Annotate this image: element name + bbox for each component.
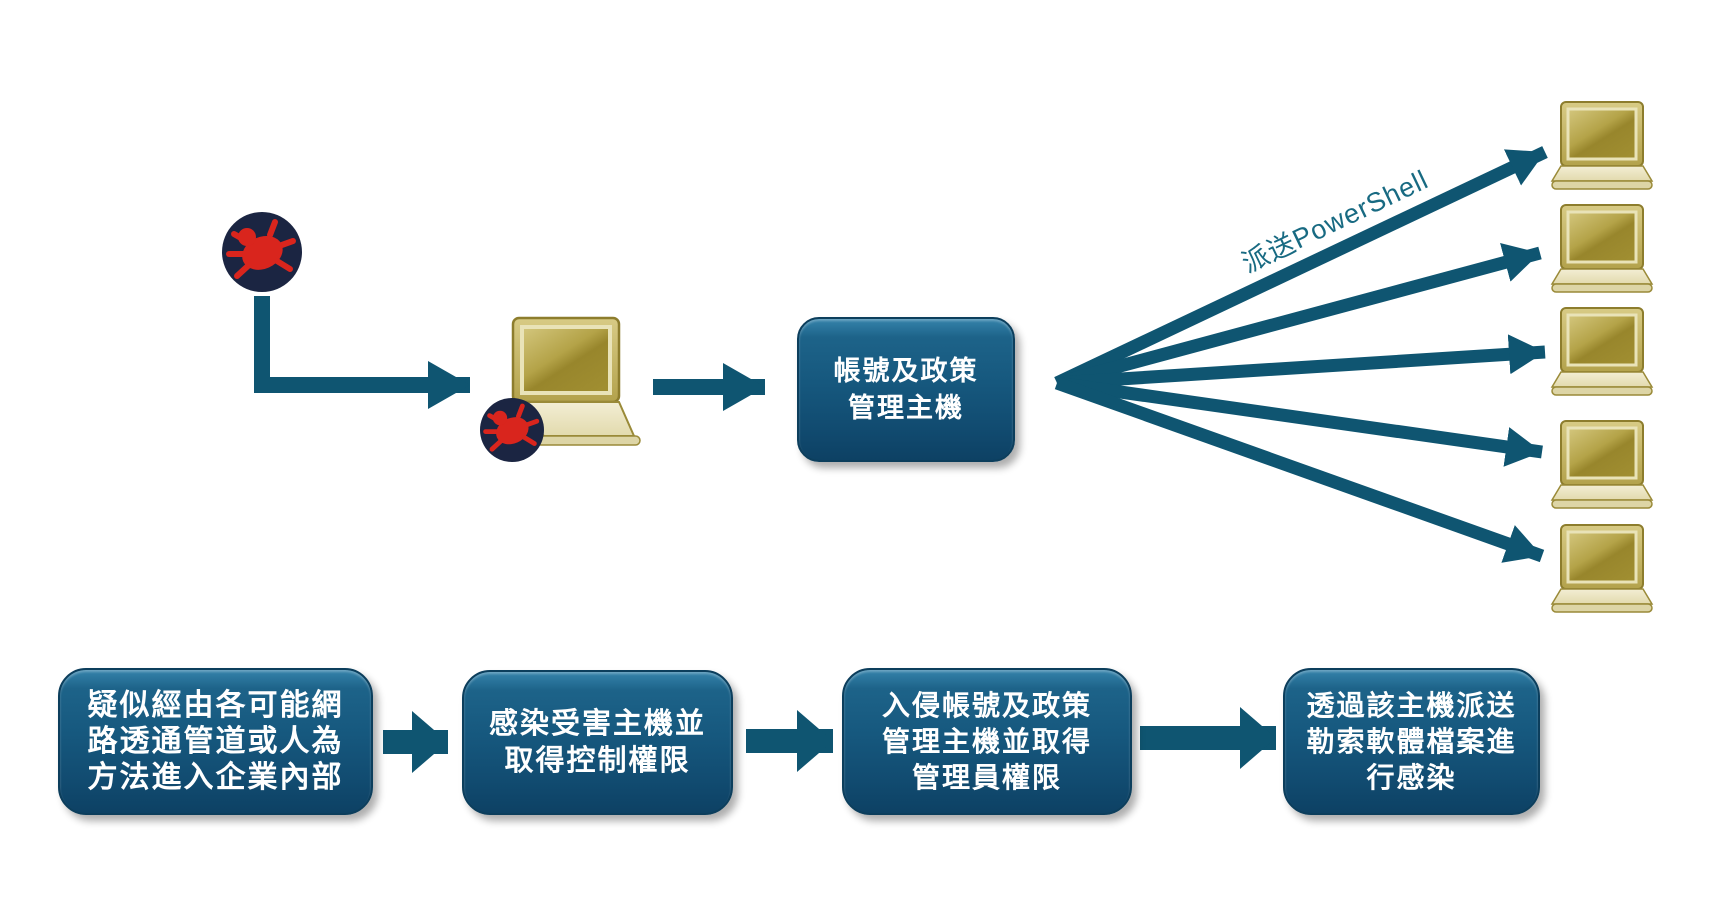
step1-line2: 路透通管道或人為 [87, 724, 344, 758]
dispatch-arrow-4 [1056, 376, 1543, 467]
step4-line3: 行感染 [1366, 761, 1457, 793]
step3-line3: 管理員權限 [911, 761, 1062, 793]
infected-laptop-icon [480, 316, 641, 462]
powershell-dispatch-arrows [1054, 146, 1548, 563]
endpoint-laptop-icon-5 [1550, 523, 1654, 614]
management-host-label-line2: 管理主機 [848, 392, 964, 423]
dispatch-arrow-1 [1054, 146, 1548, 389]
step4-line1: 透過該主機派送 [1306, 689, 1517, 721]
dispatch-arrow-5 [1054, 376, 1545, 563]
endpoint-laptop-icon-1 [1550, 100, 1654, 191]
step2-line1: 感染受害主機並 [488, 707, 706, 740]
step1-line1: 疑似經由各可能網 [87, 688, 344, 722]
dispatch-arrow-3 [1056, 334, 1546, 390]
endpoint-laptop-icon-3 [1550, 306, 1654, 397]
step4-line2: 勒索軟體檔案進 [1306, 725, 1517, 757]
process-step-box-1: 疑似經由各可能網 路透通管道或人為 方法進入企業內部 [58, 668, 373, 815]
endpoint-laptop-icon-2 [1550, 203, 1654, 294]
step3-line1: 入侵帳號及政策 [881, 689, 1092, 721]
management-host-box: 帳號及政策 管理主機 [797, 317, 1015, 462]
arrow-malware-to-victim [254, 296, 470, 409]
endpoint-laptop-icon-4 [1550, 419, 1654, 510]
step2-line2: 取得控制權限 [504, 744, 691, 777]
process-step-box-4: 透過該主機派送 勒索軟體檔案進 行感染 [1283, 668, 1540, 815]
process-step-box-3: 入侵帳號及政策 管理主機並取得 管理員權限 [842, 668, 1132, 815]
infection-bug-icon [480, 398, 544, 462]
dispatch-arrow-2 [1055, 243, 1542, 390]
endpoint-laptops [1550, 100, 1654, 614]
process-step-arrows [383, 707, 1276, 773]
process-step-box-2: 感染受害主機並 取得控制權限 [462, 670, 733, 815]
malware-bug-icon [222, 212, 302, 292]
management-host-label-line1: 帳號及政策 [833, 355, 979, 386]
step1-line3: 方法進入企業內部 [87, 760, 344, 794]
step3-line2: 管理主機並取得 [881, 725, 1092, 757]
